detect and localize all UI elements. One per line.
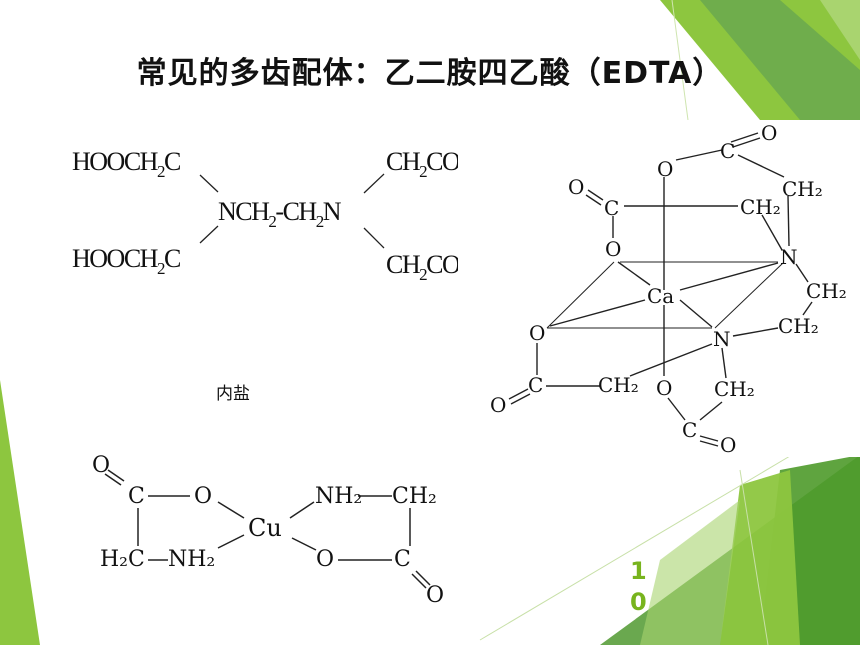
- ca-ch2-upper-mid: CH₂: [740, 195, 781, 219]
- edta-top-left-group: HOOCH2C: [72, 147, 180, 181]
- green-triangle-bottom-4: [640, 500, 740, 645]
- bond-c-top-o: [730, 132, 759, 143]
- cu-c-br: C: [394, 547, 411, 572]
- ca-c-bottom-left: C: [528, 373, 543, 397]
- ca-o-bottom-ring: O: [656, 376, 672, 400]
- slide-title: 常见的多齿配体：乙二胺四乙酸（EDTA）: [136, 56, 724, 91]
- green-triangle-bottom-3: [720, 470, 800, 645]
- deco-line-bottom-2: [739, 469, 769, 645]
- ca-ch2-mid-right: CH₂: [778, 314, 819, 338]
- cu-atom: Cu: [248, 514, 282, 542]
- bond-ch2right-ch2mid: [802, 301, 813, 316]
- edta-bond-br: [363, 227, 385, 249]
- bond-oleft-c-1: [587, 189, 604, 201]
- green-stripe-top-3: [820, 0, 860, 60]
- bond-ch2mid-nlower: [732, 327, 779, 337]
- ca-ch2-right: CH₂: [806, 279, 847, 303]
- bond-c-top-o-2: [732, 137, 761, 148]
- deco-line-top: [671, 0, 689, 121]
- edge-nupper-nlower: [714, 262, 784, 329]
- page-number-digit: 0: [630, 588, 647, 616]
- cu-carbonyl-o-tl: O: [92, 453, 110, 478]
- ca-ch2-top-right: CH₂: [782, 177, 823, 201]
- bond-ch2-n-upper: [787, 195, 790, 247]
- bond-cbottom-o-1: [699, 435, 719, 442]
- cu-bond-cu-nh2: [289, 501, 315, 519]
- ca-c-top: C: [720, 139, 735, 163]
- bond-otop-ctop: [675, 149, 723, 161]
- ca-carbonyl-o-bottom-left: O: [490, 393, 506, 417]
- cu-c-tl: C: [128, 484, 145, 509]
- green-stripe-top-2: [700, 0, 860, 120]
- cu-bond-cbr-o-2: [415, 570, 431, 586]
- bond-oleft-c-2: [585, 194, 602, 206]
- ca-carbonyl-o-left: O: [568, 175, 584, 199]
- bond-obottom-cbottom: [667, 397, 686, 421]
- bond-cbottom-o-2: [699, 440, 719, 447]
- cu-bond-o-c-2: [104, 473, 122, 486]
- cu-bond-o-c-1: [107, 469, 125, 482]
- ca-n-upper: N: [780, 245, 798, 269]
- cu-o-tl: O: [194, 484, 212, 509]
- bond-ch2-nlower: [629, 343, 713, 377]
- ca-n-lower: N: [713, 327, 731, 351]
- cu-nh2-tr: NH₂: [315, 484, 362, 509]
- cu-carbonyl-o-br: O: [426, 583, 444, 608]
- cu-bond-cbr-o-1: [411, 573, 427, 589]
- bond-ca-ofarleft: [549, 299, 646, 327]
- edta-center-chain: NCH2-CH2N: [218, 197, 342, 231]
- bond-ch2-n: [761, 214, 783, 251]
- edge-ofarleft-oleft: [546, 261, 615, 329]
- ca-c-bottom: C: [682, 418, 697, 442]
- edta-bond-tl: [199, 174, 219, 193]
- edta-bond-tr: [363, 173, 385, 194]
- ca-o-far-left: O: [529, 321, 545, 345]
- cu-nh2-bl: NH₂: [168, 547, 215, 572]
- caption-inner-salt: 内盐: [216, 384, 250, 404]
- bond-nupper-ch2right: [795, 263, 809, 283]
- ca-carbonyl-o-top: O: [761, 121, 777, 145]
- deco-line-bottom-1: [479, 455, 791, 641]
- ca-carbonyl-o-bottom: O: [720, 433, 736, 457]
- cu-h2c-bl: H₂C: [100, 547, 145, 572]
- ca-edta-panel: [458, 120, 860, 457]
- ca-c-left: C: [604, 196, 619, 220]
- bond-nlower-ch2br: [721, 347, 727, 379]
- green-triangle-left: [0, 380, 40, 645]
- edta-bottom-left-group: HOOCH2C: [72, 244, 180, 278]
- bond-cbl-o-2: [510, 393, 531, 405]
- ca-ch2-bottom-mid: CH₂: [598, 373, 639, 397]
- edta-bond-bl: [199, 225, 219, 244]
- cu-bond-o-cu: [217, 501, 245, 519]
- bond-ch2br-cbottom: [699, 401, 723, 421]
- ca-ca-atom: Ca: [647, 284, 674, 308]
- ca-o-top-ring: O: [657, 157, 673, 181]
- cu-o-br: O: [316, 547, 334, 572]
- bond-ca-nlower: [679, 299, 713, 328]
- bond-cbl-o-1: [508, 388, 529, 400]
- cu-ch2-tr: CH₂: [392, 484, 437, 509]
- bond-o-ca-1: [617, 261, 651, 286]
- bond-n-ca: [679, 262, 779, 291]
- ca-o-left: O: [605, 237, 621, 261]
- cu-bond-cu-o: [291, 537, 317, 551]
- page-number-digit: 1: [630, 557, 647, 585]
- bond-ctop-ch2: [737, 154, 785, 178]
- ca-ch2-bottom-right: CH₂: [714, 377, 755, 401]
- cu-bond-nh2-cu: [217, 534, 245, 549]
